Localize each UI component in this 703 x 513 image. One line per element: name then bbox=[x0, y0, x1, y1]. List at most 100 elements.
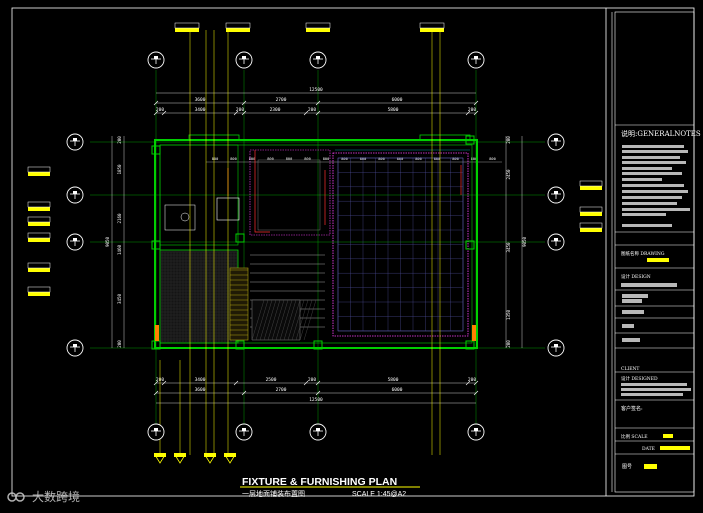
callout-top bbox=[235, 51, 253, 69]
tag-top bbox=[174, 22, 200, 32]
hatch-line bbox=[271, 299, 285, 341]
notes-header: 说明:GENERALNOTES bbox=[621, 129, 701, 138]
callout-marker bbox=[316, 428, 320, 431]
notes-panel: 说明:GENERALNOTES 图纸名称 DRAWING 设计 DESIGN C… bbox=[615, 124, 701, 470]
left-room-tile-hatch bbox=[159, 249, 239, 344]
callout-right bbox=[547, 186, 565, 204]
dim-bottom-row1-label: 200 bbox=[308, 377, 316, 383]
dim-inner-label: 800 bbox=[212, 157, 219, 161]
callout-marker bbox=[554, 191, 558, 194]
dim-bottom-row1-label: 200 bbox=[468, 377, 476, 383]
dim-left-label: 1460 bbox=[117, 244, 122, 255]
dim-left-label: 3450 bbox=[117, 293, 122, 304]
dim-top-row2-label: 200 bbox=[468, 107, 476, 113]
dim-top-row2-tick bbox=[315, 110, 321, 116]
callout-bottom bbox=[235, 423, 253, 441]
dim-bottom-row1-tick bbox=[161, 380, 167, 386]
notes-section-h: 图号 bbox=[622, 464, 632, 470]
sheet-border bbox=[11, 7, 695, 497]
dim-top-row2-label: 5800 bbox=[388, 107, 399, 113]
column bbox=[151, 240, 161, 250]
callout-marker bbox=[154, 428, 158, 431]
column bbox=[465, 135, 475, 145]
red-partition bbox=[254, 150, 270, 233]
callout-left bbox=[66, 133, 84, 151]
dim-top-row2-label: 200 bbox=[236, 107, 244, 113]
tag-left bbox=[27, 201, 51, 211]
tag-box bbox=[174, 22, 200, 29]
tag-box bbox=[27, 286, 51, 293]
dim-bottom-row1-tick bbox=[233, 380, 239, 386]
note-line bbox=[622, 172, 682, 175]
stair-area bbox=[229, 254, 325, 341]
notes-yellow-bar bbox=[647, 258, 669, 262]
dim-inner-label: 800 bbox=[378, 157, 385, 161]
notes-section-a: 图纸名称 DRAWING bbox=[621, 250, 665, 257]
dim-inner-label: 800 bbox=[267, 157, 274, 161]
callout-top bbox=[467, 51, 485, 69]
dim-right-label: 1350 bbox=[506, 309, 511, 320]
tag-top bbox=[225, 22, 251, 32]
column bbox=[465, 340, 475, 350]
callout-right bbox=[547, 233, 565, 251]
dim-right-label: 2450 bbox=[506, 169, 511, 180]
hatch-line bbox=[259, 299, 273, 341]
dim-inner-label: 800 bbox=[323, 157, 330, 161]
dim-bottom-row2-tick bbox=[241, 390, 247, 396]
orange-accent bbox=[155, 325, 159, 341]
tag-bar bbox=[226, 28, 250, 32]
tag-top bbox=[305, 22, 331, 32]
dim-inner-label: 800 bbox=[434, 157, 441, 161]
dim-top-row2-label: 200 bbox=[308, 107, 316, 113]
tag-right bbox=[579, 222, 603, 232]
callout-marker bbox=[73, 138, 77, 141]
tag-bar bbox=[580, 212, 602, 216]
hatch-line bbox=[303, 299, 317, 341]
tag-box bbox=[579, 180, 603, 187]
dim-top-row2-tick bbox=[473, 110, 479, 116]
callout-top bbox=[147, 51, 165, 69]
dim-left-label: 200 bbox=[117, 136, 122, 144]
tag-bar bbox=[28, 172, 50, 176]
callout-marker bbox=[154, 56, 158, 59]
callout-marker bbox=[242, 56, 246, 59]
tag-bar bbox=[28, 207, 50, 211]
notes-section-b: 设计 DESIGN bbox=[621, 273, 651, 280]
tag-bar bbox=[306, 28, 330, 32]
callout-marker bbox=[242, 428, 246, 431]
dim-top-row1-label: 2700 bbox=[276, 97, 287, 103]
callout-right bbox=[547, 339, 565, 357]
dim-left-total-label: 9050 bbox=[105, 236, 110, 247]
notes-lines bbox=[622, 145, 690, 227]
dim-right-total-label: 9050 bbox=[522, 236, 527, 247]
note-line bbox=[622, 202, 677, 205]
note-line bbox=[622, 150, 688, 153]
section-tag bbox=[204, 453, 216, 457]
callout-marker bbox=[73, 238, 77, 241]
section-tag bbox=[224, 453, 236, 457]
column bbox=[235, 340, 245, 350]
tag-left bbox=[27, 232, 51, 242]
tag-right bbox=[579, 180, 603, 190]
tag-left bbox=[27, 262, 51, 272]
note-line bbox=[622, 184, 684, 187]
notes-section-g: DATE bbox=[642, 446, 655, 452]
callout-left bbox=[66, 233, 84, 251]
dim-inner-label: 800 bbox=[452, 157, 459, 161]
notes-section-f: 比例 SCALE bbox=[621, 433, 647, 440]
hatch-line bbox=[299, 299, 313, 341]
yellow-tags bbox=[27, 22, 603, 296]
notes-section-d: 设计 DESIGNED bbox=[621, 375, 658, 382]
column bbox=[235, 233, 245, 243]
dim-inner-label: 800 bbox=[286, 157, 293, 161]
watermark-text: 大数跨境 bbox=[32, 490, 81, 504]
dim-right-label: 200 bbox=[506, 340, 511, 348]
hatch-line bbox=[287, 299, 301, 341]
tag-bar bbox=[580, 186, 602, 190]
dim-left-label: 200 bbox=[117, 340, 122, 348]
drawing-title-block: FIXTURE & FURNISHING PLAN 一层地面铺装布置图 SCAL… bbox=[240, 476, 420, 498]
column bbox=[465, 240, 475, 250]
corridor-boundary bbox=[249, 149, 331, 236]
